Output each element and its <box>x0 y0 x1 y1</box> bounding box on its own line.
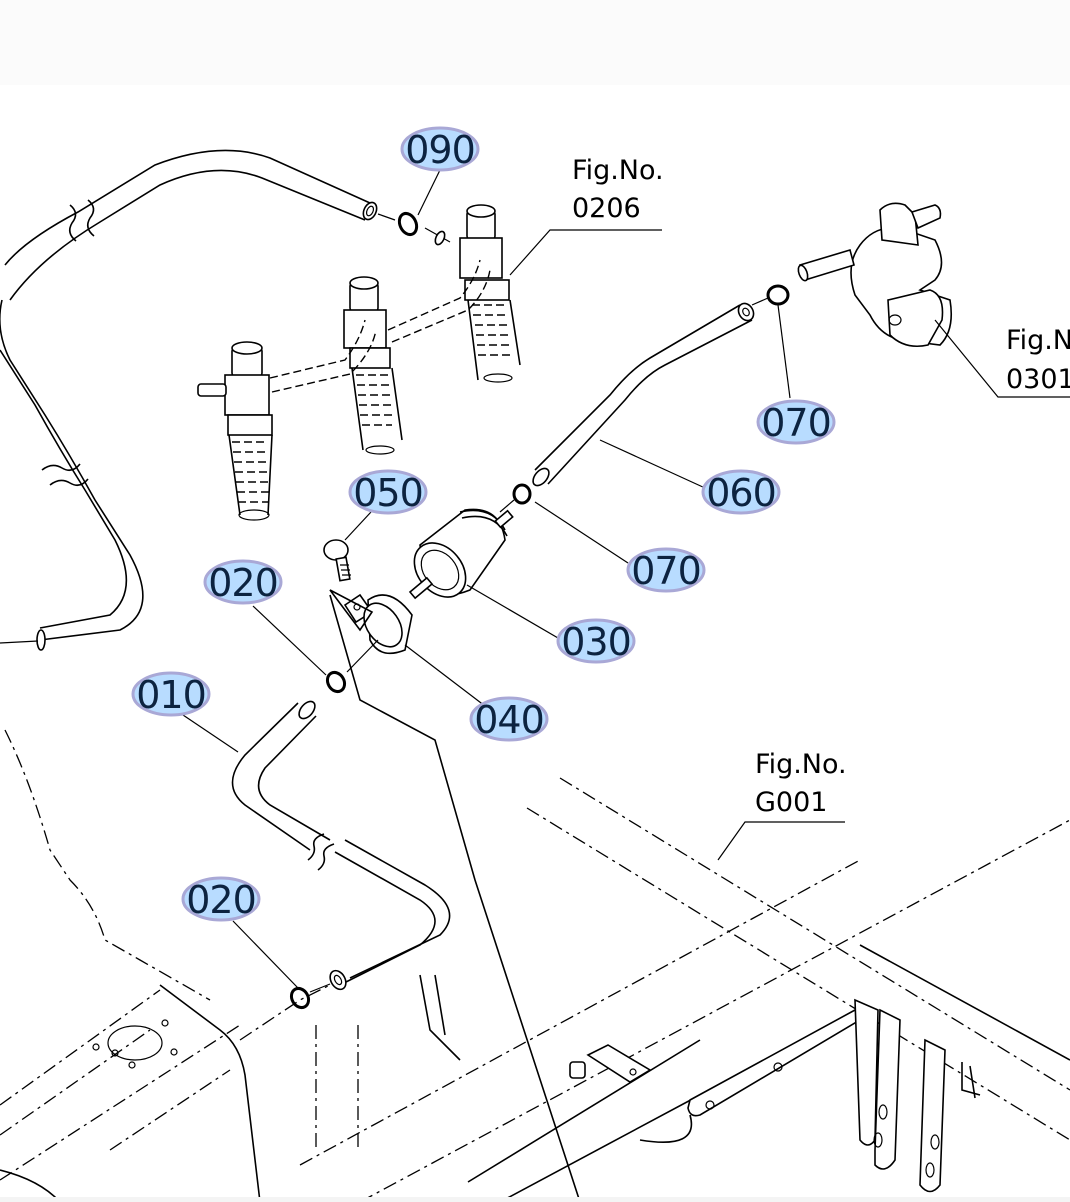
hose-clamp-020-upper <box>325 639 379 694</box>
part-label: 090 <box>405 128 475 172</box>
fuel-pump <box>797 202 953 348</box>
part-badge-020-upper[interactable]: 020 <box>203 559 283 605</box>
hose-clamp-090 <box>377 211 419 237</box>
fig-ref-0301[interactable]: Fig.N 0301 <box>1006 325 1070 395</box>
hose-clamp-070-upper <box>751 284 790 306</box>
hose-clamp-070-lower <box>499 483 532 513</box>
fuel-tank-outline <box>0 729 331 1202</box>
part-label: 030 <box>561 620 631 664</box>
fig-ref-g001[interactable]: Fig.No. G001 <box>755 749 847 818</box>
vehicle-frame <box>299 594 1070 1202</box>
filter-clamp-040 <box>329 589 413 655</box>
fig-ref-line2: 0206 <box>572 193 641 224</box>
part-badge-040[interactable]: 040 <box>469 696 549 742</box>
fig-ref-line2: G001 <box>755 787 827 818</box>
part-label: 070 <box>631 549 701 593</box>
part-label: 040 <box>474 698 544 742</box>
return-hose <box>0 149 378 651</box>
fuel-hose-010 <box>231 700 451 991</box>
injector-2 <box>343 276 403 455</box>
part-label: 050 <box>353 471 423 515</box>
injector-1 <box>197 341 273 521</box>
fuel-hose-060 <box>532 302 755 487</box>
part-label: 060 <box>706 471 776 515</box>
part-badge-030[interactable]: 030 <box>556 618 636 664</box>
leader-lines <box>182 169 1070 989</box>
fig-ref-line1: Fig.No. <box>755 749 847 780</box>
hose-clamp-020-lower <box>289 983 331 1010</box>
fuel-filter-030 <box>408 508 514 600</box>
leak-off-pipe <box>269 227 491 393</box>
fig-ref-line1: Fig.No. <box>572 155 664 186</box>
bolt-050 <box>323 539 351 582</box>
part-label: 010 <box>136 673 206 717</box>
part-badge-010[interactable]: 010 <box>131 671 211 717</box>
part-badge-050[interactable]: 050 <box>348 469 428 515</box>
fig-ref-line2: 0301 <box>1006 364 1070 395</box>
part-badge-060[interactable]: 060 <box>701 469 781 515</box>
part-badge-090[interactable]: 090 <box>400 126 480 172</box>
part-label: 020 <box>208 561 278 605</box>
part-label: 070 <box>761 401 831 445</box>
part-badge-020-lower[interactable]: 020 <box>181 876 261 922</box>
top-toolbar-area <box>0 0 1070 85</box>
part-label: 020 <box>186 878 256 922</box>
bottom-edge <box>0 1197 1070 1202</box>
part-badge-070-upper[interactable]: 070 <box>756 399 836 445</box>
fig-ref-line1: Fig.N <box>1006 325 1070 356</box>
part-badge-070-lower[interactable]: 070 <box>626 547 706 593</box>
injector-3 <box>459 204 521 383</box>
fig-ref-0206[interactable]: Fig.No. 0206 <box>572 155 664 224</box>
